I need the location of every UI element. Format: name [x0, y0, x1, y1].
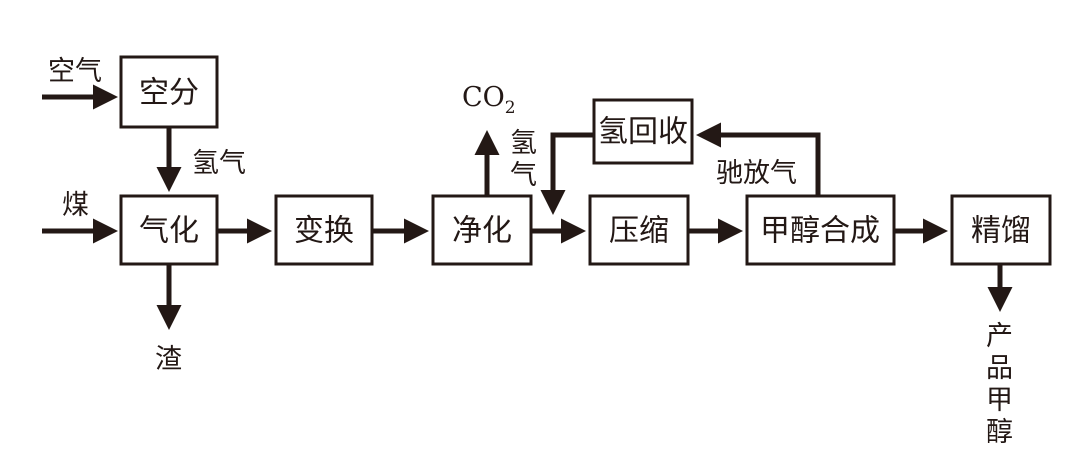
shift-label: 变换 — [294, 214, 354, 249]
purge-gas-arrow — [696, 122, 821, 196]
hydrogen-recycle-arrow — [540, 132, 594, 215]
hydrogen-recovery-label: 氢回收 — [598, 115, 688, 150]
gasification-unit: 气化 — [119, 194, 219, 266]
purge-gas-label: 驰放气 — [716, 158, 797, 189]
air-label: 空气 — [48, 56, 102, 87]
hydrogen-recycle-label-1: 氢 — [510, 128, 537, 159]
coal-label: 煤 — [62, 190, 89, 221]
slag-label: 渣 — [155, 344, 182, 375]
product-label-3: 甲 — [986, 385, 1013, 416]
air-separation-unit: 空分 — [119, 55, 219, 129]
methanol-synthesis-unit: 甲醇合成 — [745, 194, 896, 266]
hydrogen-label: 氢气 — [192, 148, 246, 179]
product-label-4: 醇 — [986, 417, 1013, 448]
air-separation-label: 空分 — [139, 76, 199, 111]
purification-unit: 净化 — [431, 194, 533, 266]
distillation-unit: 精馏 — [950, 194, 1052, 266]
co2-label: CO2 — [462, 82, 516, 118]
distillation-label: 精馏 — [971, 214, 1031, 249]
product-label-1: 产 — [986, 321, 1013, 352]
methanol-synthesis-label: 甲醇合成 — [760, 214, 880, 249]
gasification-label: 气化 — [139, 214, 199, 249]
shift-unit: 变换 — [274, 194, 374, 266]
product-label-2: 品 — [986, 353, 1013, 384]
compression-unit: 压缩 — [588, 194, 690, 266]
hydrogen-recovery-unit: 氢回收 — [592, 98, 694, 165]
purification-label: 净化 — [452, 214, 512, 249]
hydrogen-recycle-label-2: 气 — [510, 160, 537, 191]
compression-label: 压缩 — [609, 214, 669, 249]
